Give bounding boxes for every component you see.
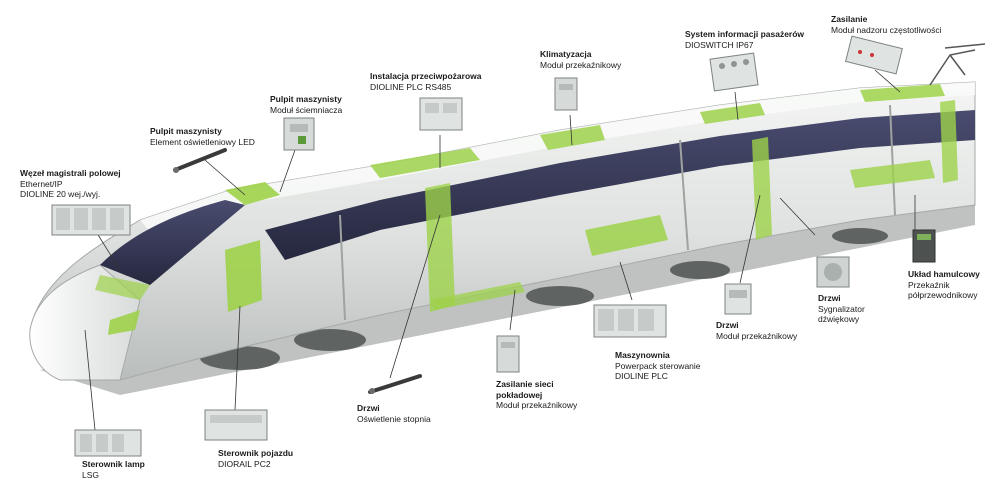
device-solid-state-relay [912, 229, 936, 263]
callout-line: Sygnalizator [818, 303, 865, 314]
leader-lines [84, 69, 916, 431]
callout-line: Moduł przekaźnikowy [540, 59, 622, 70]
device-frequency-monitor [845, 35, 903, 75]
device-fire-plc [419, 97, 463, 131]
device-onboard-relay [496, 335, 520, 373]
callout-line: półprzewodnikowy [908, 290, 978, 300]
callout-power-supply: Zasilanie Moduł nadzoru częstotliwości [831, 14, 942, 35]
pantograph [929, 49, 976, 86]
callout-title-2: pokładowej [496, 389, 543, 400]
callout-line: Element oświetleniowy LED [150, 136, 255, 147]
callout-fire-system: Instalacja przeciwpożarowa DIOLINE PLC R… [370, 71, 481, 92]
zone-floor-3 [850, 160, 935, 188]
zone-roof-front [225, 182, 280, 205]
zone-headlight [108, 310, 140, 335]
callout-passenger-info: System informacji pasażerów DIOSWITCH IP… [685, 29, 804, 50]
callout-door-step-light: Drzwi Oświetlenie stopnia [357, 403, 431, 424]
callout-onboard-power: Zasilanie sieci pokładowej Moduł przekaź… [496, 379, 577, 411]
callout-title: Sterownik lamp [82, 459, 145, 469]
callout-lamp-controller: Sterownik lamp LSG [82, 459, 145, 480]
zone-floor-2 [585, 215, 668, 256]
callout-line: Moduł przekaźnikowy [496, 400, 578, 410]
callout-brake-system: Układ hamulcowy Przekaźnik półprzewodnik… [908, 269, 980, 301]
callout-line: Ethernet/IP [20, 178, 63, 189]
car-divider [889, 104, 896, 216]
device-powerpack [593, 304, 667, 338]
device-buzzer [816, 256, 850, 288]
device-dioswitch [709, 52, 759, 92]
callout-title: System informacji pasażerów [685, 29, 805, 39]
window-band [265, 110, 975, 260]
callout-line: DIOLINE 20 wej./wyj. [20, 189, 101, 199]
callout-line: dźwiękowy [818, 314, 860, 324]
bogie [832, 228, 888, 244]
callout-line: Oświetlenie stopnia [357, 413, 431, 424]
zone-door-2 [752, 137, 772, 240]
callout-line: Moduł ściemniacza [270, 104, 343, 115]
callout-line: DIOSWITCH IP67 [685, 39, 754, 50]
callout-title: Węzeł magistrali polowej [20, 168, 121, 178]
device-fieldbus-node [51, 204, 131, 236]
callout-line: Moduł nadzoru częstotliwości [831, 24, 942, 35]
zone-nose [95, 275, 150, 300]
zone-door-3 [940, 100, 958, 183]
bogie [294, 329, 366, 351]
device-relay-module-ac [554, 77, 578, 111]
device-vehicle-controller [204, 409, 268, 441]
car-divider [679, 139, 689, 251]
callout-line: Powerpack sterowanie [615, 360, 701, 371]
callout-line: Moduł przekaźnikowy [716, 330, 798, 341]
callout-line: DIOLINE PLC RS485 [370, 81, 452, 92]
device-step-light [368, 374, 422, 394]
callout-title: Drzwi [357, 403, 380, 413]
callout-line: LSG [82, 469, 100, 480]
callout-vehicle-controller: Sterownik pojazdu DIORAIL PC2 [218, 448, 293, 469]
callout-title: Klimatyzacja [540, 49, 592, 59]
zone-cab-panel [225, 240, 262, 312]
device-lamp-controller [74, 429, 142, 457]
callout-title: Instalacja przeciwpożarowa [370, 71, 482, 81]
bogie [670, 261, 730, 279]
callout-title: Sterownik pojazdu [218, 448, 294, 458]
callout-title: Pulpit maszynisty [270, 94, 342, 104]
callout-engine-room: Maszynownia Powerpack sterowanie DIOLINE… [615, 350, 701, 382]
pantograph-bar [944, 43, 986, 49]
zone-roof-end [860, 84, 945, 102]
callout-fieldbus-node: Węzeł magistrali polowej Ethernet/IP DIO… [20, 168, 121, 200]
callout-title: Zasilanie sieci [496, 379, 554, 389]
cab-window [100, 200, 245, 285]
callout-title: Zasilanie [831, 14, 868, 24]
bogie [526, 286, 594, 306]
callout-driver-desk-dimmer: Pulpit maszynisty Moduł ściemniacza [270, 94, 342, 115]
car-divider [339, 214, 346, 321]
callout-driver-desk-led: Pulpit maszynisty Element oświetleniowy … [150, 126, 255, 147]
device-door-relay [724, 283, 752, 315]
callout-line: DIORAIL PC2 [218, 458, 271, 469]
callout-air-conditioning: Klimatyzacja Moduł przekaźnikowy [540, 49, 621, 70]
callout-line: DIOLINE PLC [615, 371, 668, 381]
callout-title: Pulpit maszynisty [150, 126, 222, 136]
zone-floor-1 [430, 282, 525, 310]
callout-title: Drzwi [716, 320, 739, 330]
zone-door-1 [425, 183, 455, 312]
callout-title: Maszynownia [615, 350, 670, 360]
zone-roof-mid [370, 148, 480, 178]
callout-line: Przekaźnik [908, 279, 950, 290]
device-dimmer-module [283, 117, 315, 151]
train-underbody [40, 200, 975, 395]
zone-roof-rear [700, 103, 765, 124]
zone-roof-mid2 [540, 125, 605, 150]
callout-door-buzzer: Drzwi Sygnalizator dźwiękowy [818, 293, 865, 325]
callout-title: Drzwi [818, 293, 841, 303]
callout-title: Układ hamulcowy [908, 269, 980, 279]
callout-door-relay: Drzwi Moduł przekaźnikowy [716, 320, 797, 341]
device-led-element [173, 148, 227, 173]
